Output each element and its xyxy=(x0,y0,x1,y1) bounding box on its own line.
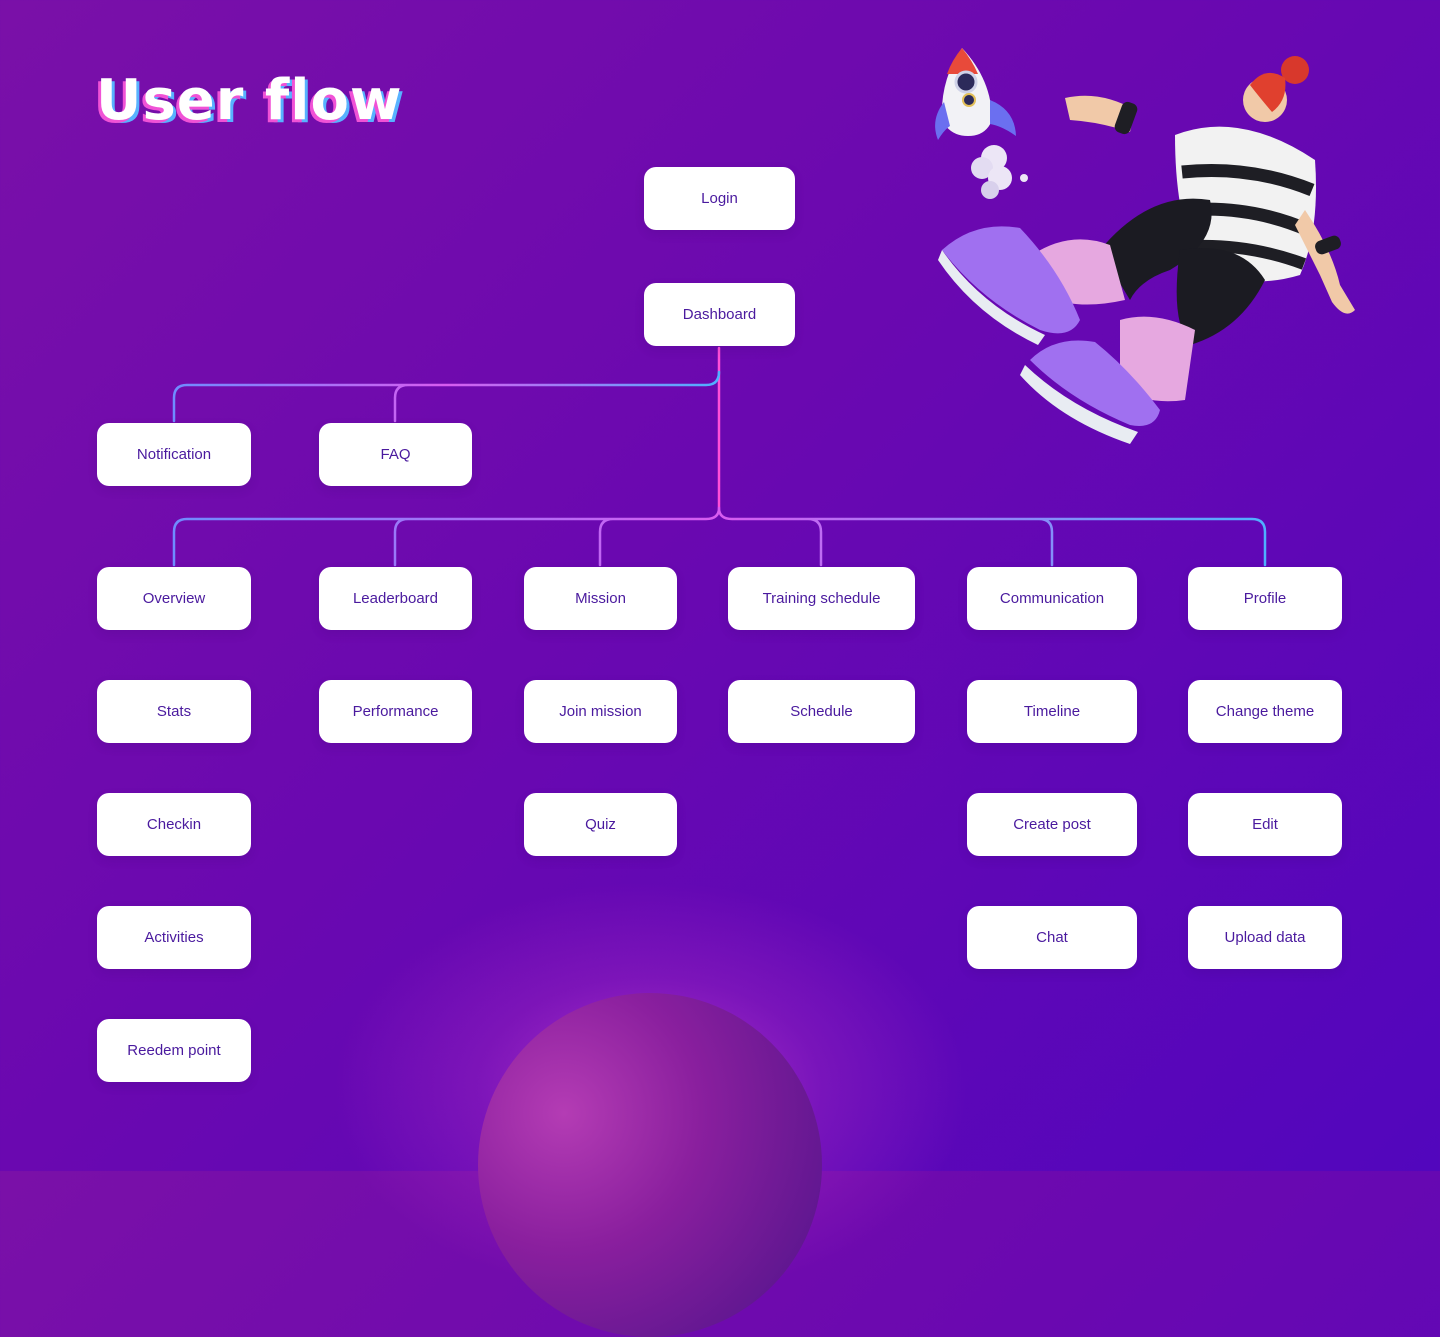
node-schedule[interactable]: Schedule xyxy=(728,680,915,743)
node-quiz[interactable]: Quiz xyxy=(524,793,677,856)
rocket-icon xyxy=(935,48,1028,199)
node-timeline[interactable]: Timeline xyxy=(967,680,1137,743)
node-join-mission[interactable]: Join mission xyxy=(524,680,677,743)
node-upload-data[interactable]: Upload data xyxy=(1188,906,1342,969)
node-mission[interactable]: Mission xyxy=(524,567,677,630)
node-redeem-point[interactable]: Reedem point xyxy=(97,1019,251,1082)
node-performance[interactable]: Performance xyxy=(319,680,472,743)
flying-girl-illustration xyxy=(935,48,1355,444)
node-change-theme[interactable]: Change theme xyxy=(1188,680,1342,743)
node-login[interactable]: Login xyxy=(644,167,795,230)
node-activities[interactable]: Activities xyxy=(97,906,251,969)
node-profile[interactable]: Profile xyxy=(1188,567,1342,630)
node-training-schedule[interactable]: Training schedule xyxy=(728,567,915,630)
connector-upper-branch xyxy=(172,370,721,423)
node-chat[interactable]: Chat xyxy=(967,906,1137,969)
node-checkin[interactable]: Checkin xyxy=(97,793,251,856)
node-overview[interactable]: Overview xyxy=(97,567,251,630)
node-edit[interactable]: Edit xyxy=(1188,793,1342,856)
flying-girl-figure xyxy=(938,56,1355,444)
node-stats[interactable]: Stats xyxy=(97,680,251,743)
node-dashboard[interactable]: Dashboard xyxy=(644,283,795,346)
node-faq[interactable]: FAQ xyxy=(319,423,472,486)
node-communication[interactable]: Communication xyxy=(967,567,1137,630)
node-notification[interactable]: Notification xyxy=(97,423,251,486)
node-create-post[interactable]: Create post xyxy=(967,793,1137,856)
flow-connectors xyxy=(172,230,1267,1019)
page-title: User flow xyxy=(96,68,403,133)
node-leaderboard[interactable]: Leaderboard xyxy=(319,567,472,630)
connector-lower-branch xyxy=(172,506,1267,567)
